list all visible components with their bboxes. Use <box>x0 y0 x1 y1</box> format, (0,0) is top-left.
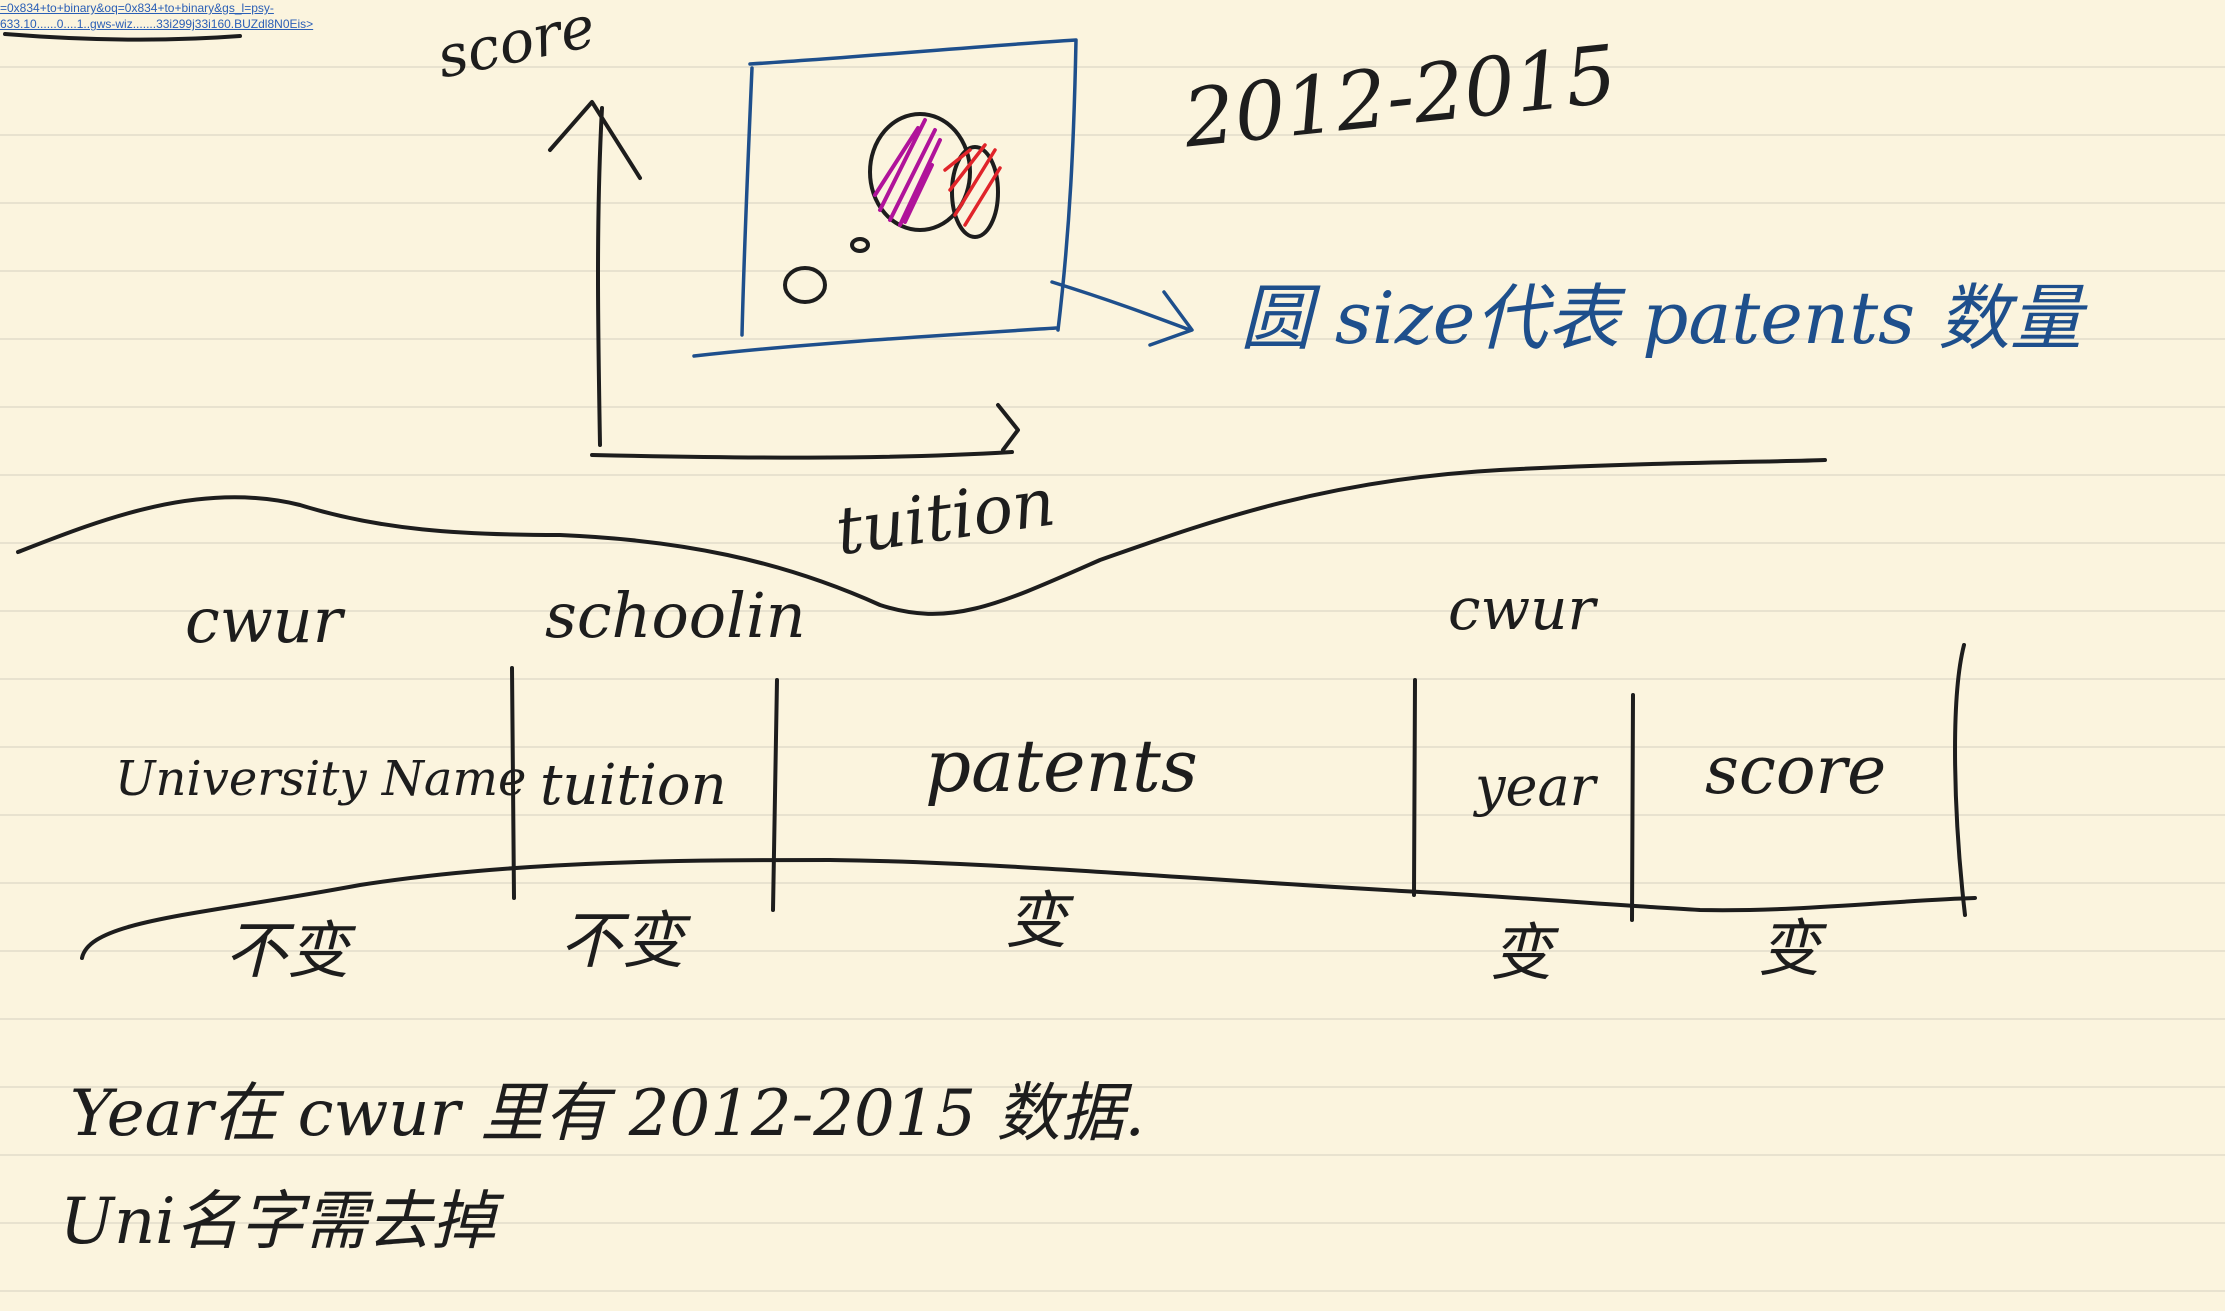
table-baseline <box>80 858 1977 960</box>
source-label-cwur-1: cwur <box>185 584 343 657</box>
column-university-name: University Name <box>115 751 527 807</box>
column-patents: patents <box>925 724 1198 808</box>
column-tuition: tuition <box>540 753 727 818</box>
chart-axes <box>548 100 1020 460</box>
status-year: 变 <box>1490 916 1553 989</box>
column-divider-1 <box>510 666 516 900</box>
url-fragment[interactable]: =0x834+to+binary&oq=0x834+to+binary&gs_l… <box>0 0 400 32</box>
status-university-name: 不变 <box>225 914 350 987</box>
y-axis-arrow <box>548 100 642 180</box>
plot-frame <box>692 38 1078 358</box>
column-divider-4 <box>1630 693 1635 922</box>
status-patents: 变 <box>1005 884 1068 957</box>
bubble-small-1 <box>783 266 827 304</box>
bubble-small-2 <box>850 237 870 253</box>
schema-table-lines <box>80 643 1977 960</box>
column-year: year <box>1475 755 1596 818</box>
bubble-large-1 <box>868 112 972 232</box>
url-line-1[interactable]: =0x834+to+binary&oq=0x834+to+binary&gs_l… <box>0 1 274 15</box>
note-line-1: Year在 cwur 里有 2012-2015 数据. <box>70 1077 1145 1151</box>
annotation-arrow <box>1050 280 1192 332</box>
x-axis-arrow <box>996 403 1020 452</box>
column-divider-3 <box>1412 678 1417 897</box>
note-line-2: Uni名字需去掉 <box>60 1185 496 1259</box>
url-underline <box>3 32 242 42</box>
x-axis-line <box>590 450 1014 460</box>
source-label-schoolin: schoolin <box>545 579 806 652</box>
status-score: 变 <box>1758 912 1821 985</box>
bubble-large-2 <box>950 145 1000 239</box>
source-label-cwur-2: cwur <box>1448 575 1596 643</box>
annotation-arrowhead <box>1148 290 1194 347</box>
status-tuition: 不变 <box>560 904 685 977</box>
red-scribble <box>943 143 1002 227</box>
column-divider-5 <box>1953 643 1967 917</box>
magenta-scribble <box>873 118 942 227</box>
bubbles <box>783 112 1002 304</box>
column-divider-2 <box>771 678 779 912</box>
column-score: score <box>1705 732 1887 809</box>
url-line-2[interactable]: 633.10......0....1..gws-wiz.......33i299… <box>0 17 314 31</box>
bubble-size-note: 圆 size代表 patents 数量 <box>1240 276 2082 360</box>
y-axis-line <box>596 106 604 447</box>
section-divider <box>16 458 1827 616</box>
